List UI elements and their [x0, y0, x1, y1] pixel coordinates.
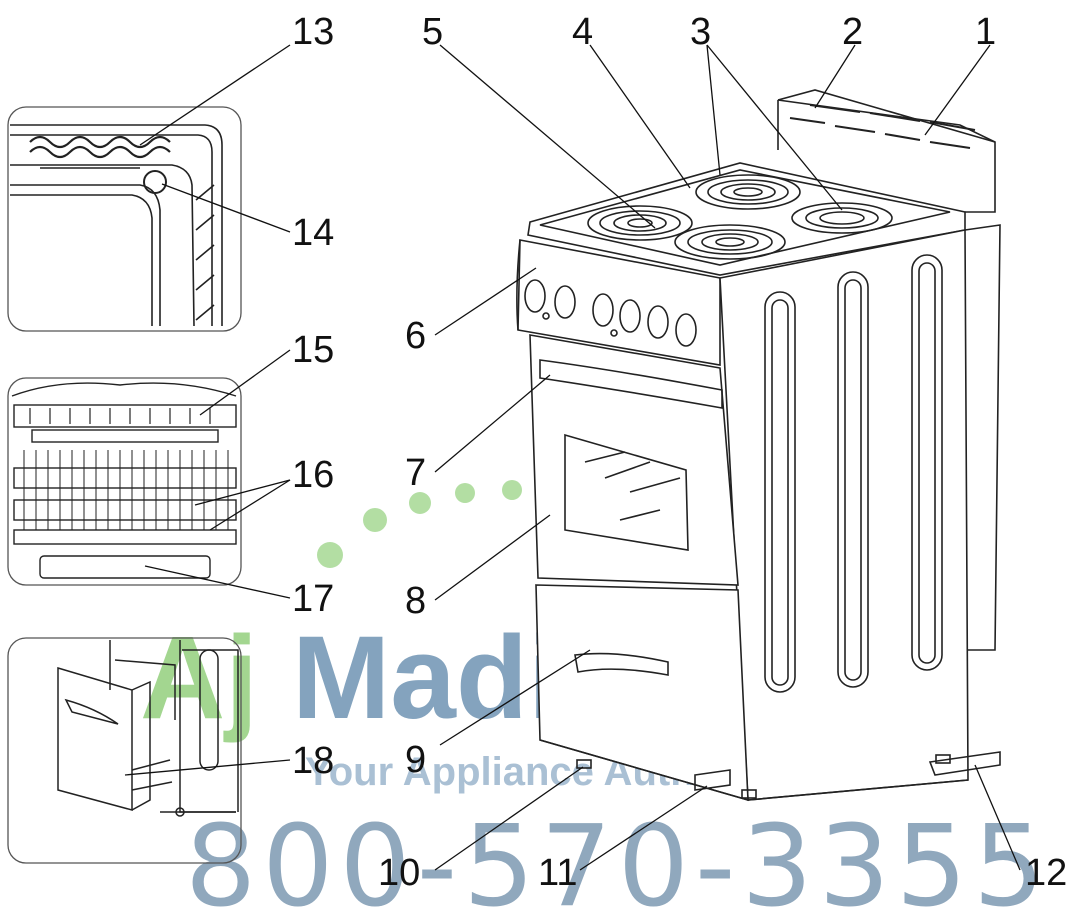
callout-13: 13	[292, 11, 334, 53]
range-illustration	[516, 89, 1001, 802]
callout-11: 11	[538, 852, 577, 894]
callout-12: 12	[1025, 852, 1067, 894]
inset-racks	[7, 377, 242, 586]
watermark-brand-aj: Aj	[140, 612, 258, 744]
leader-lines	[124, 44, 1021, 871]
watermark-phone: 800-570-3355	[185, 802, 1050, 917]
callout-7: 7	[405, 452, 426, 494]
callout-9: 9	[405, 739, 426, 781]
watermark: Aj Madison Your Appliance Authority™ 800…	[140, 480, 1050, 917]
callout-16: 16	[292, 454, 334, 496]
callout-labels: 1 2 3 4 5 6 7 8 9 10 11 12 13 14 15 16 1…	[292, 11, 1067, 894]
callout-15: 15	[292, 329, 334, 371]
backguard-vents	[789, 104, 976, 149]
side-trim-strips	[764, 254, 943, 693]
callout-18: 18	[292, 740, 334, 782]
callout-2: 2	[842, 11, 863, 53]
callout-8: 8	[405, 580, 426, 622]
callout-5: 5	[422, 11, 443, 53]
callout-10: 10	[378, 852, 420, 894]
callout-14: 14	[292, 212, 334, 254]
inset-drawer	[7, 637, 242, 864]
callout-4: 4	[572, 11, 593, 53]
inset-oven-interior	[7, 106, 242, 332]
callout-1: 1	[975, 11, 996, 53]
callout-3: 3	[690, 11, 711, 53]
callout-6: 6	[405, 315, 426, 357]
callout-17: 17	[292, 578, 334, 620]
control-knobs	[524, 279, 697, 347]
burner-coils	[587, 174, 893, 260]
